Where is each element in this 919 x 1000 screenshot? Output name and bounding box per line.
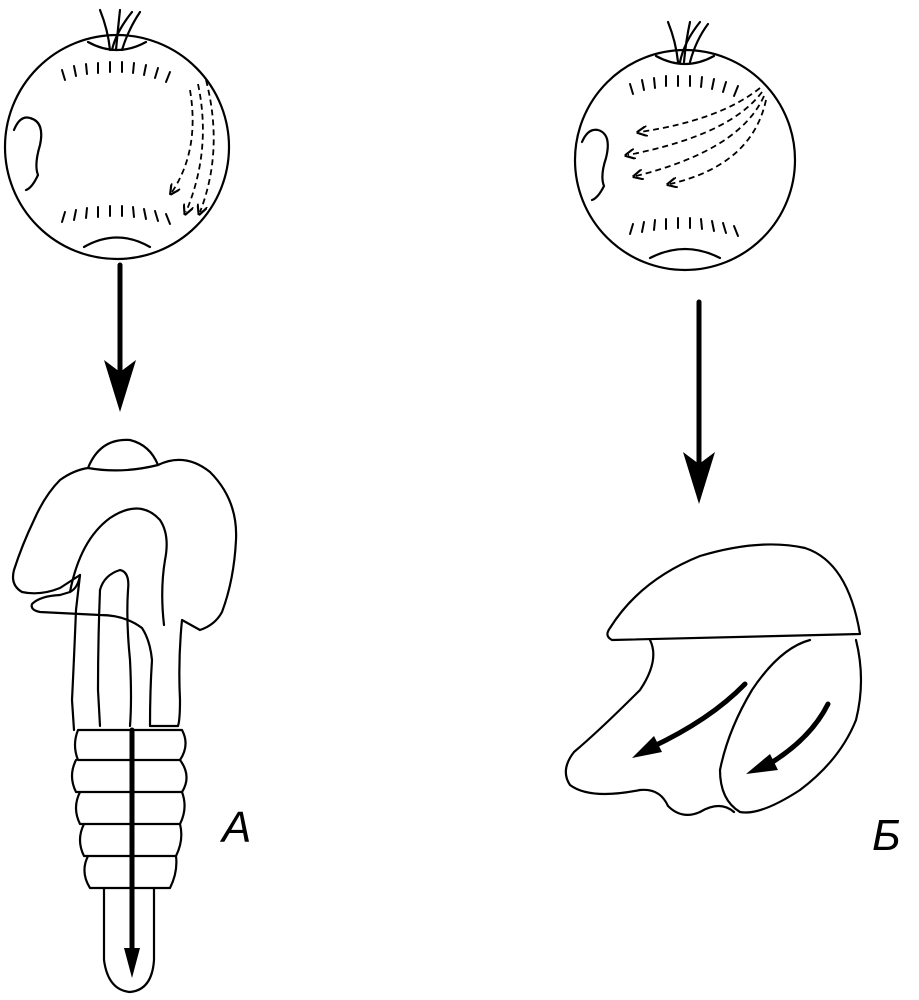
embryo-b-bottom-ticks	[630, 218, 738, 236]
embryo-a-dashed-arrows	[172, 80, 214, 212]
embryo-b-top-ticks	[630, 76, 738, 96]
larva-b	[566, 544, 861, 814]
embryo-a-top-ticks	[62, 62, 170, 82]
embryo-b-dashed-arrows	[628, 88, 766, 184]
label-b: Б	[872, 814, 901, 858]
embryo-a-sphere	[5, 10, 229, 259]
arrow-down-left-icon	[104, 265, 136, 412]
embryo-a-bottom-ticks	[62, 206, 170, 224]
embryo-b-sphere	[575, 22, 795, 270]
label-a: А	[222, 806, 251, 850]
larva-a	[13, 440, 236, 992]
arrow-down-right-icon	[683, 302, 715, 504]
